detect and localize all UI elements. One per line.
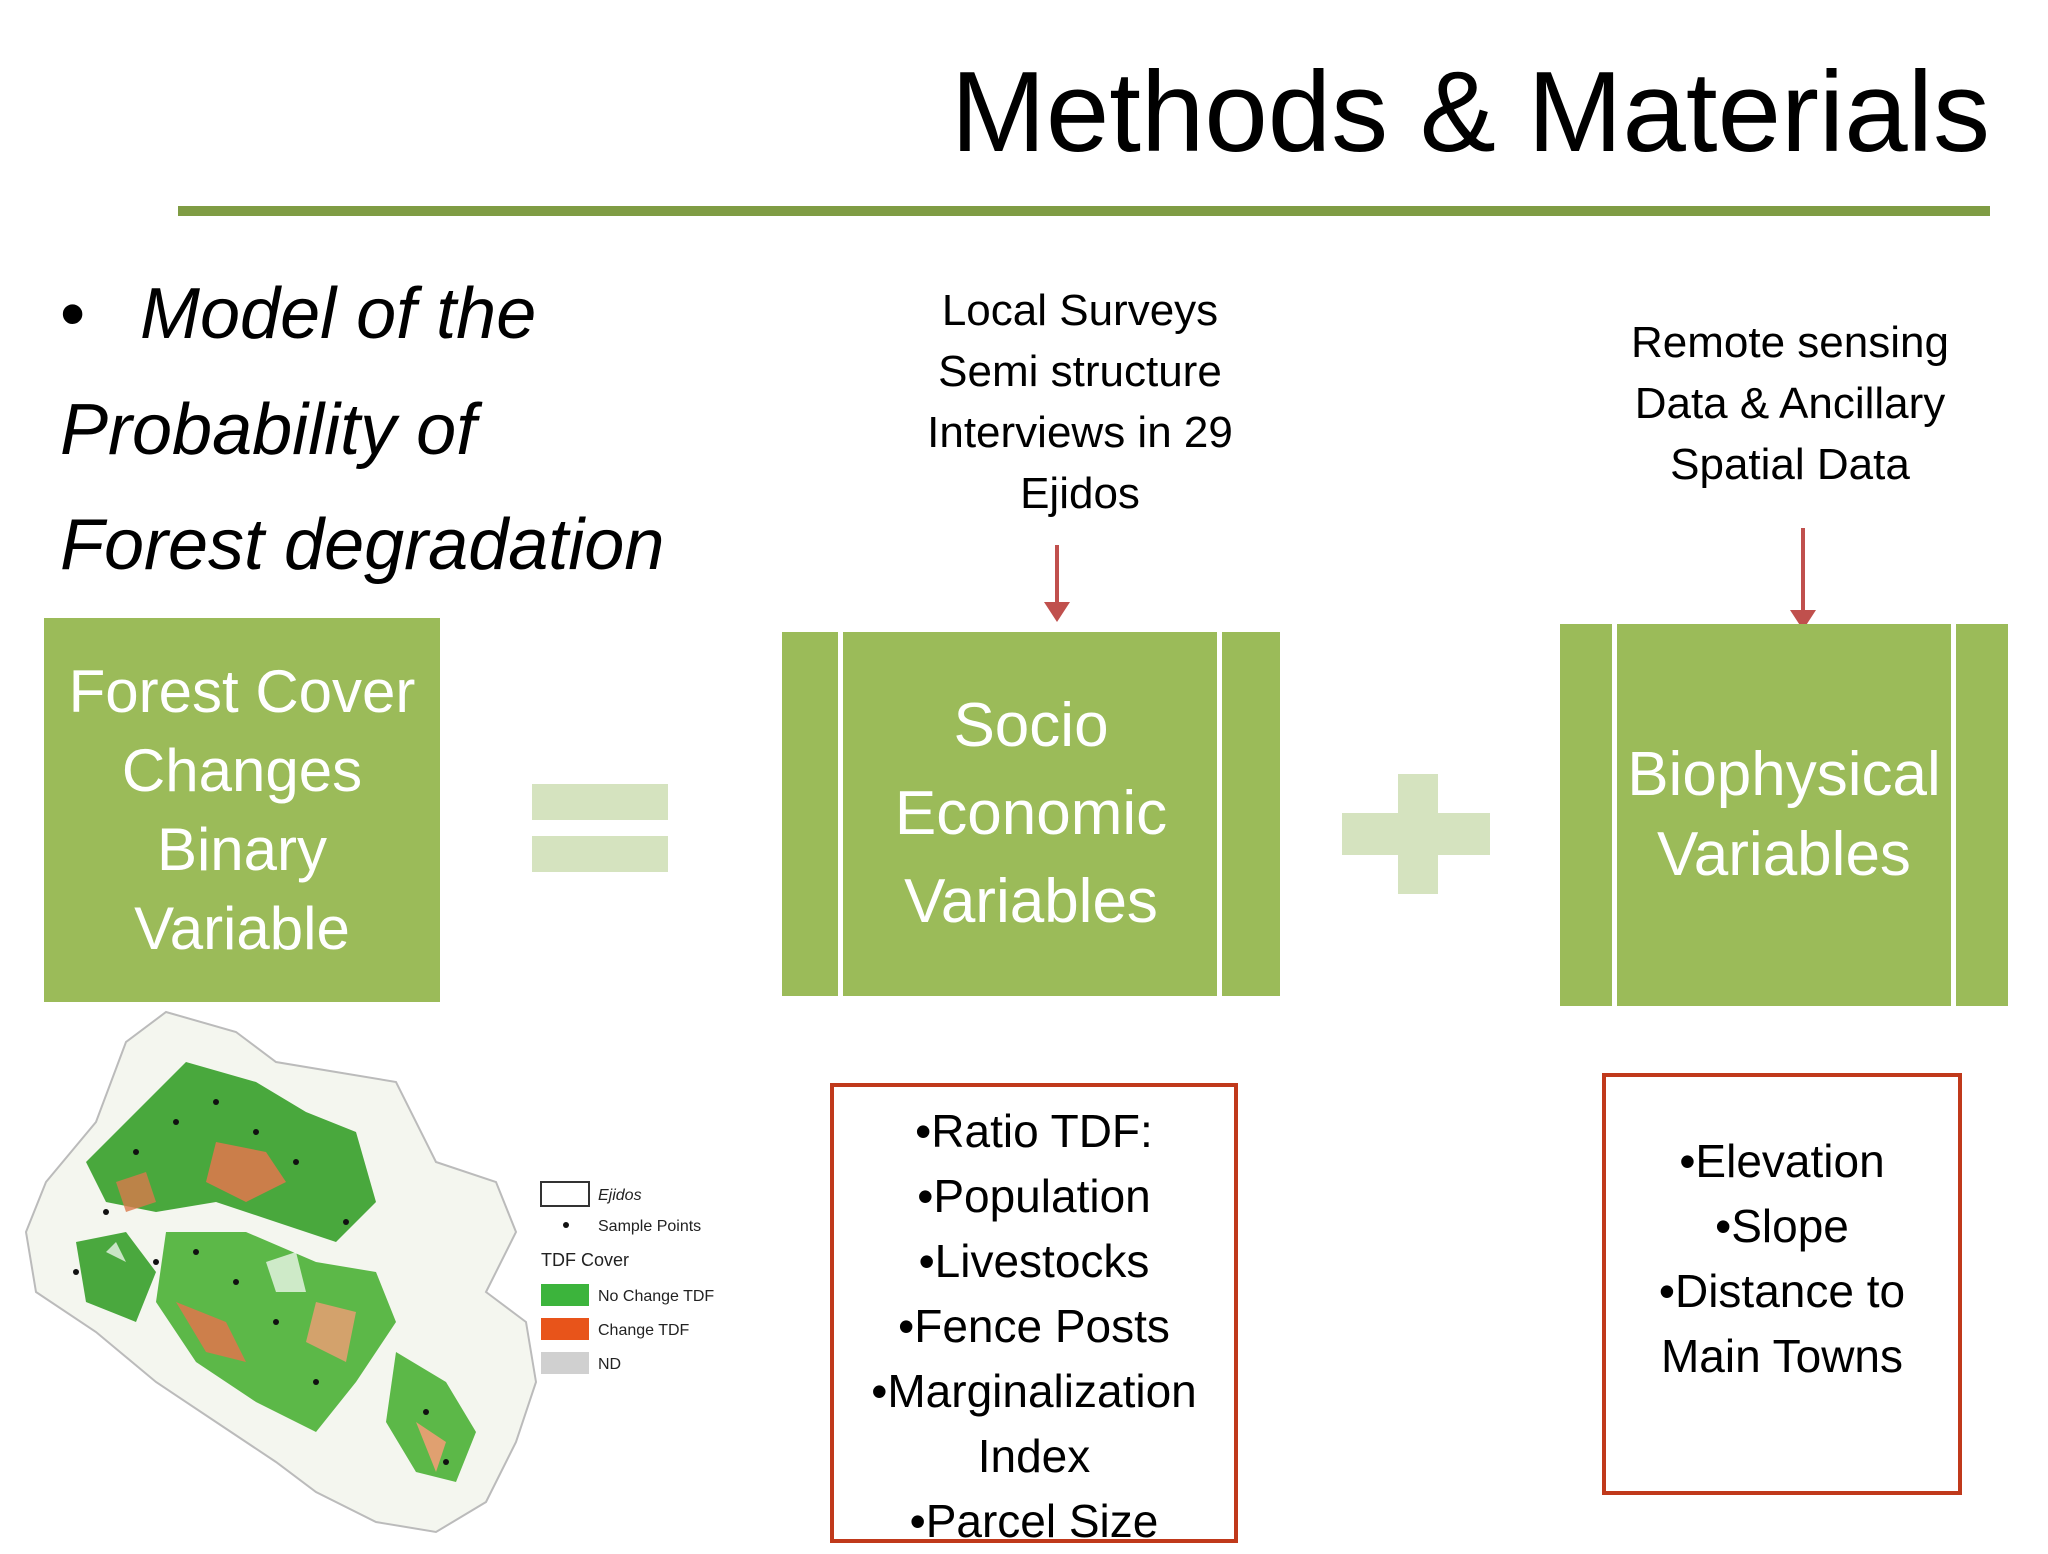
legend-ejidos-label: Ejidos xyxy=(598,1187,642,1204)
plus-sign-horizontal xyxy=(1342,813,1490,855)
socio-economic-box: Socio Economic Variables xyxy=(782,632,1280,996)
bullet-line-3: Forest degradation xyxy=(60,505,665,585)
legend-sample-points-label: Sample Points xyxy=(598,1218,701,1235)
map-region xyxy=(24,1010,538,1534)
box-divider xyxy=(1217,632,1222,996)
legend-header: TDF Cover xyxy=(541,1250,629,1270)
socio-economic-label: Socio Economic Variables xyxy=(894,691,1168,936)
forest-cover-box: Forest Cover Changes Binary Variable xyxy=(44,618,440,1002)
source-socio-text: Local Surveys Semi structure Interviews … xyxy=(927,286,1233,518)
legend-nd-swatch xyxy=(541,1352,589,1374)
socio-variables-list: •Ratio TDF: •Population •Livestocks •Fen… xyxy=(830,1083,1238,1547)
biophysical-label: Biophysical Variables xyxy=(1627,740,1941,889)
equals-sign-bottom-bar xyxy=(532,836,668,872)
box-divider xyxy=(1951,624,1956,1006)
legend-no-change-swatch xyxy=(541,1284,589,1306)
tdf-cover-map: Ejidos Sample Points TDF Cover No Change… xyxy=(24,1010,714,1534)
bullet-text-1: Model of the xyxy=(140,274,537,354)
bullet-marker: • xyxy=(60,274,86,354)
arrow-down-icon xyxy=(1801,528,1805,613)
arrow-down-icon xyxy=(1055,545,1059,605)
title-divider xyxy=(178,206,1990,216)
bio-variables-list: •Elevation •Slope •Distance to Main Town… xyxy=(1602,1073,1962,1495)
source-bio-text: Remote sensing Data & Ancillary Spatial … xyxy=(1631,318,1949,489)
equals-sign-top-bar xyxy=(532,784,668,820)
legend-ejidos-swatch xyxy=(540,1181,590,1207)
slide-title: Methods & Materials xyxy=(950,49,1990,176)
legend-change-label: Change TDF xyxy=(598,1322,690,1339)
box-divider xyxy=(1612,624,1617,1006)
legend-nd-label: ND xyxy=(598,1356,621,1373)
bullet-line-1: • Model of the xyxy=(60,256,536,372)
arrow-head-icon xyxy=(1044,602,1070,622)
legend-sample-point-marker xyxy=(563,1222,569,1228)
biophysical-box: Biophysical Variables xyxy=(1560,624,2008,1006)
legend-no-change-label: No Change TDF xyxy=(598,1288,714,1305)
box-divider xyxy=(838,632,843,996)
legend-change-swatch xyxy=(541,1318,589,1340)
map-legend: Ejidos Sample Points TDF Cover No Change… xyxy=(540,1181,714,1374)
bullet-line-2: Probability of xyxy=(60,390,477,470)
